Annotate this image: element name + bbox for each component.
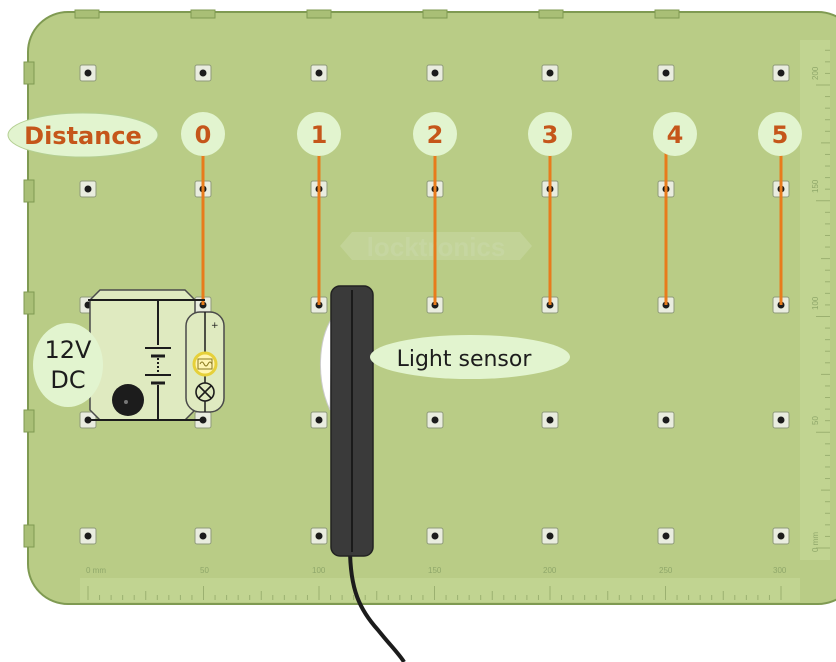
peg [657,64,675,82]
peg [426,64,444,82]
voltage-text: 12V [45,336,93,364]
power-label: 12V DC [33,323,103,407]
position-markers: 0 1 2 3 4 5 [181,112,802,156]
light-sensor-probe-icon [320,285,374,557]
ruler-bottom-label: 50 [200,566,209,575]
battery-icon [145,300,171,420]
ruler-bottom-label: 200 [543,566,557,575]
position-5: 5 [772,121,789,149]
peg [541,527,559,545]
peg [426,411,444,429]
peg [772,411,790,429]
peg [657,527,675,545]
peg [310,64,328,82]
ruler-right-label: 150 [811,179,820,193]
position-0: 0 [195,121,212,149]
board-left-tabs [23,61,35,548]
peg [657,411,675,429]
peg [772,527,790,545]
ldr-icon [192,351,218,377]
dc-text: DC [50,366,85,394]
peg [310,527,328,545]
peg-grid [79,64,790,545]
ruler-right-label: 50 [811,416,820,425]
ruler-bottom-label: 300 [773,566,787,575]
peg [79,180,97,198]
position-4: 4 [667,121,684,149]
sensor-cable [348,547,406,662]
sensor-text: Light sensor [397,347,533,372]
buzzer-icon [112,384,144,416]
position-2: 2 [427,121,444,149]
ruler-bottom-label: 0 mm [86,566,106,575]
sensor-label: Light sensor [370,335,570,379]
ldr-lamp-carrier: + [185,311,225,413]
peg [310,411,328,429]
peg [79,64,97,82]
ruler-right-label: 0 mm [811,532,820,552]
board-top-tabs [74,9,680,19]
position-1: 1 [311,121,328,149]
ruler-bottom-label: 250 [659,566,673,575]
peg [194,527,212,545]
ruler-right-label: 200 [811,66,820,80]
peg [772,64,790,82]
peg [194,64,212,82]
svg-text:+: + [211,321,219,331]
lamp-icon [195,382,215,402]
ruler-bottom-label: 150 [428,566,442,575]
peg [541,411,559,429]
ruler-right-label: 100 [811,296,820,310]
peg [426,527,444,545]
bottom-ruler: 0 mm 50 100 150 200 250 300 [80,566,800,602]
ruler-bottom-label: 100 [312,566,326,575]
peg [541,64,559,82]
power-supply-carrier [88,289,205,421]
probe-wires [201,150,783,305]
right-ruler: 0 mm 50 100 150 200 [800,40,830,560]
distance-label: Distance [7,112,159,158]
distance-text: Distance [24,122,142,150]
position-3: 3 [542,121,559,149]
peg [79,527,97,545]
